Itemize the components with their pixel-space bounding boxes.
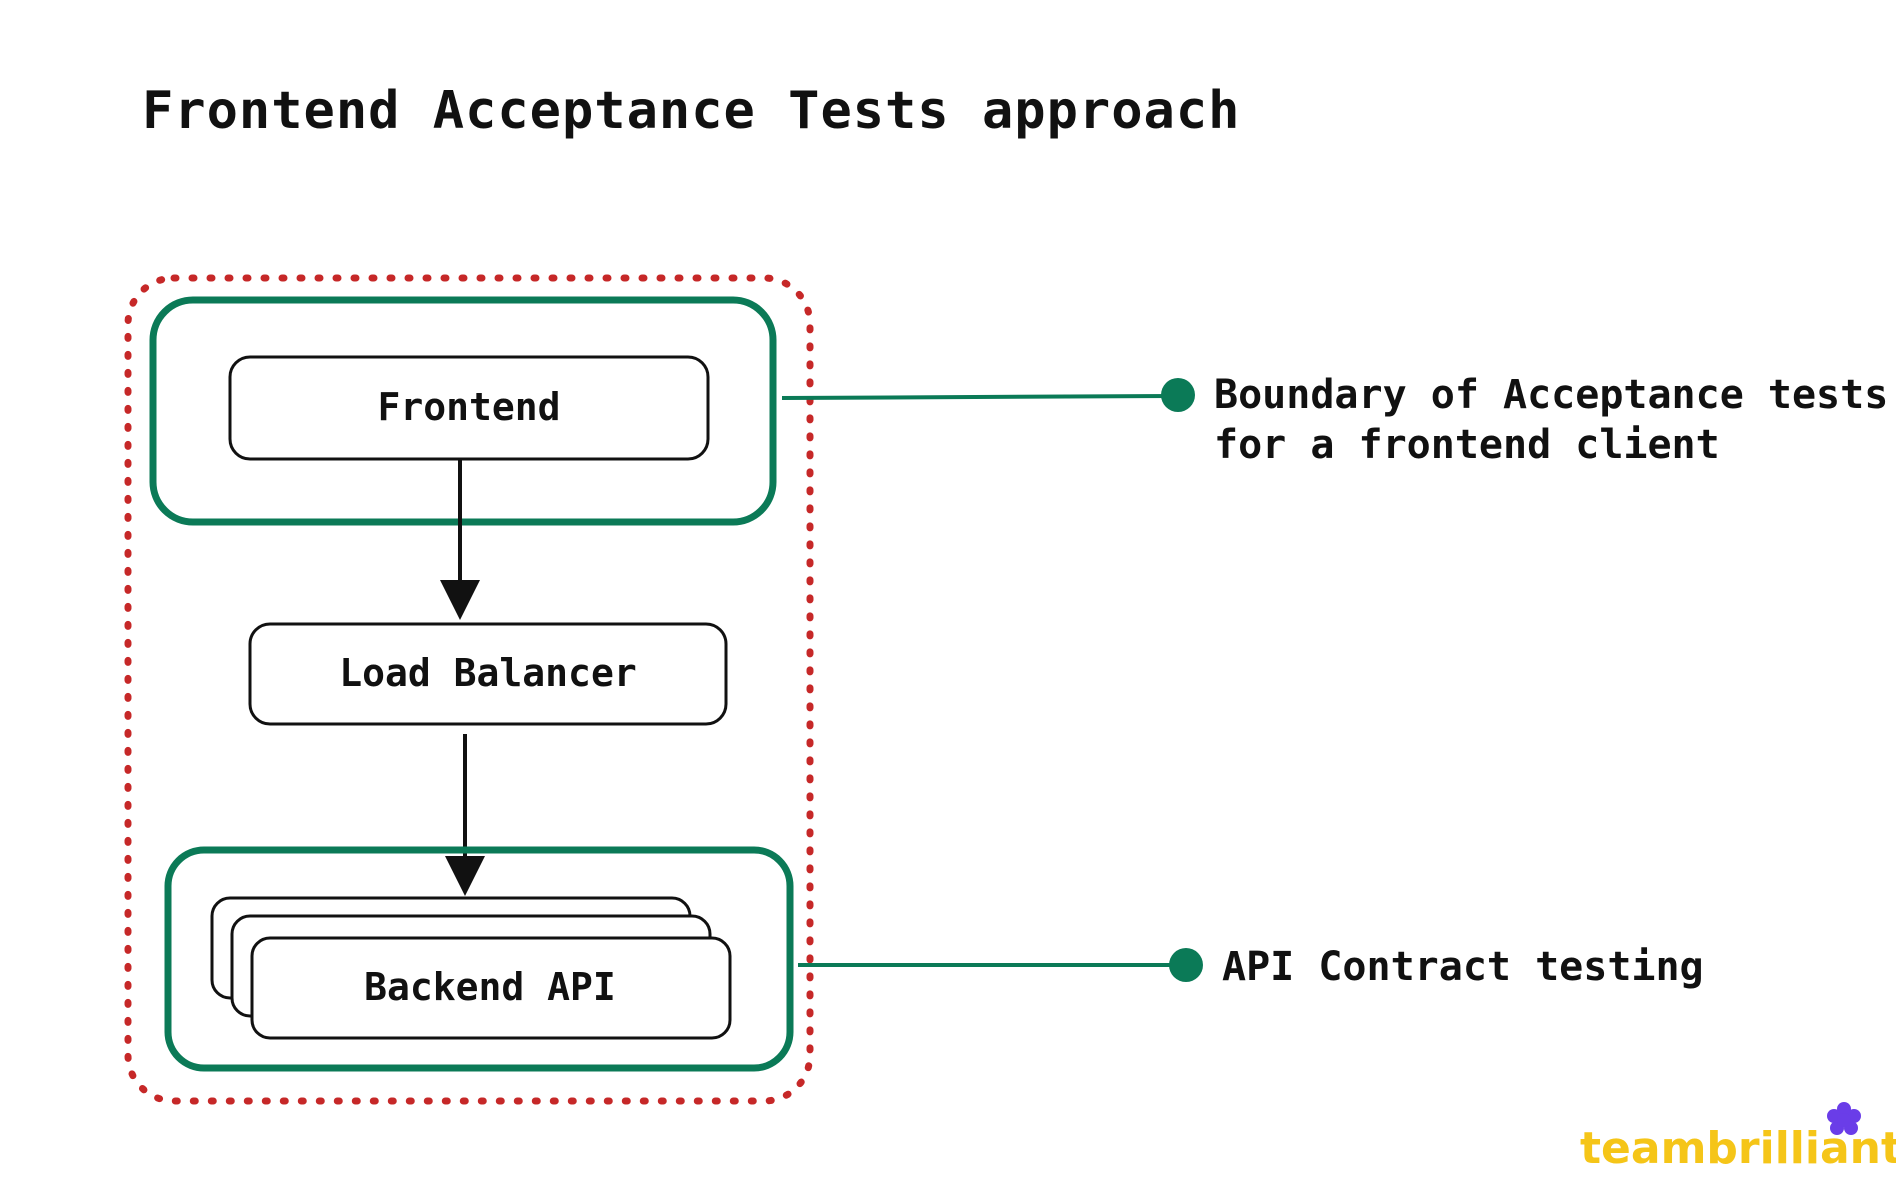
load-balancer-box [248,622,728,726]
frontend-node: Frontend [228,355,710,461]
outer-boundary [124,274,814,1105]
load-balancer-node: Load Balancer [248,622,728,726]
logo-mark-icon [1827,1102,1861,1135]
logo-text: teambrilliant [1580,1123,1896,1174]
acceptance-annotation-line2: for a frontend client [1214,422,1720,468]
acceptance-connector-line [781,394,1177,400]
teambrilliant-logo: teambrilliant [1580,1102,1896,1174]
acceptance-test-boundary [149,296,777,526]
load-balancer-label: Load Balancer [339,651,636,695]
acceptance-connector-dot [1161,378,1195,412]
contract-test-boundary [164,846,794,1072]
contract-annotation: API Contract testing [1222,944,1704,990]
frontend-box [228,355,710,461]
backend-api-box-front [250,936,732,1040]
contract-connector-dot [1169,948,1203,982]
backend-api-node: Backend API [210,896,732,1040]
backend-api-label: Backend API [364,965,616,1009]
acceptance-annotation-line1: Boundary of Acceptance tests [1214,372,1888,418]
frontend-label: Frontend [377,385,560,429]
diagram-title: Frontend Acceptance Tests approach [142,81,1240,141]
